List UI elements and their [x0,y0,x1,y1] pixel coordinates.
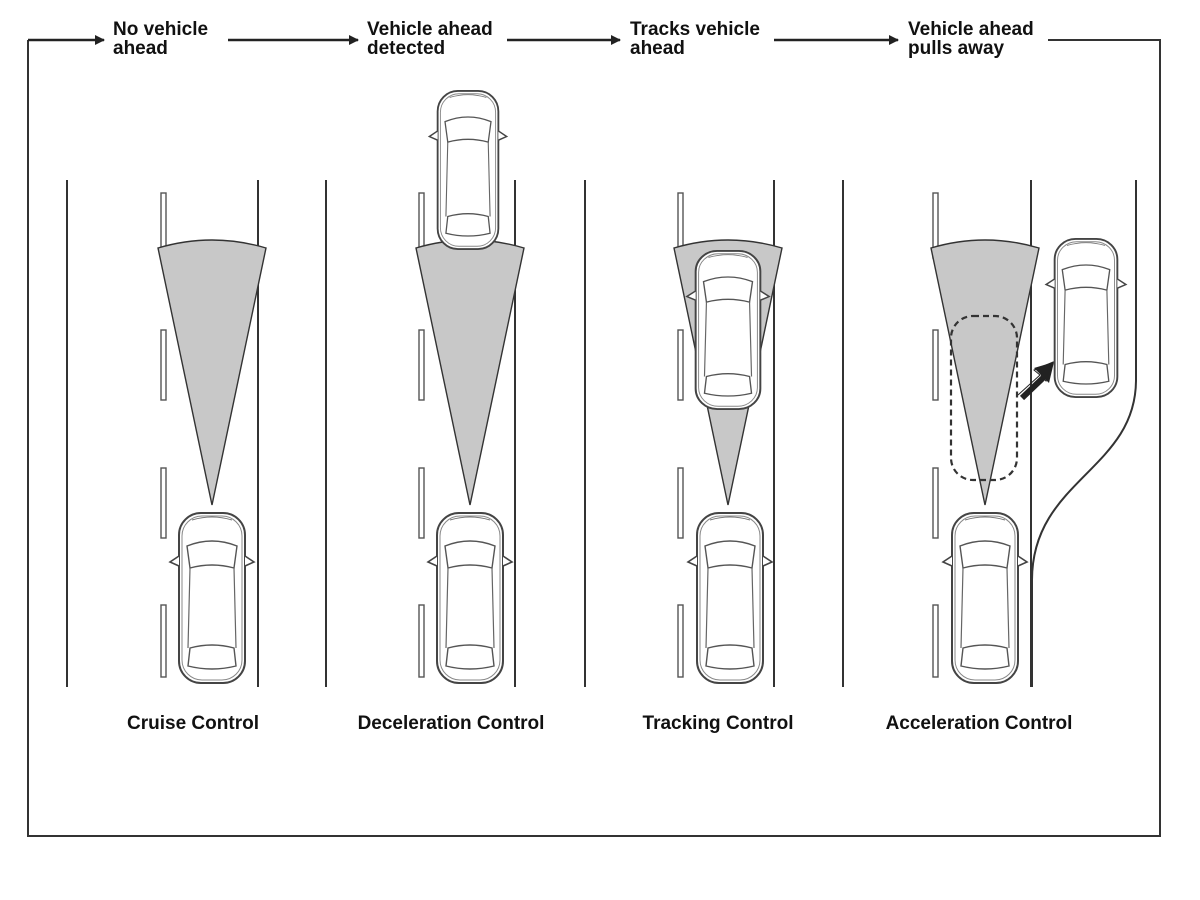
caption-deceleration-control: Deceleration Control [357,713,545,734]
dashed-outline-icon [949,314,1019,482]
panel-cruise [66,180,267,687]
panel-deceleration [325,90,525,687]
loop-frame [27,39,1161,837]
stage-label-vehicle-detected: Vehicle ahead detected [367,19,493,59]
sensor-cone-icon [930,239,1040,506]
stage-label-tracks-vehicle: Tracks vehicle ahead [630,19,760,59]
car-icon [1045,237,1127,399]
car-icon [169,512,255,684]
sensor-cone-icon [415,239,525,506]
panel-acceleration [842,180,1137,687]
caption-tracking-control: Tracking Control [642,713,794,734]
panel-tracking [584,180,783,687]
car-icon [685,249,771,411]
stage-label-pulls-away: Vehicle ahead pulls away [908,19,1034,59]
car-icon [942,512,1028,684]
stage-label-no-vehicle: No vehicle ahead [113,19,209,59]
sensor-cone-icon [157,239,267,506]
caption-acceleration-control: Acceleration Control [885,713,1073,734]
caption-cruise-control: Cruise Control [127,713,259,734]
car-icon [687,512,773,684]
car-icon [427,512,513,684]
car-icon [428,90,508,250]
